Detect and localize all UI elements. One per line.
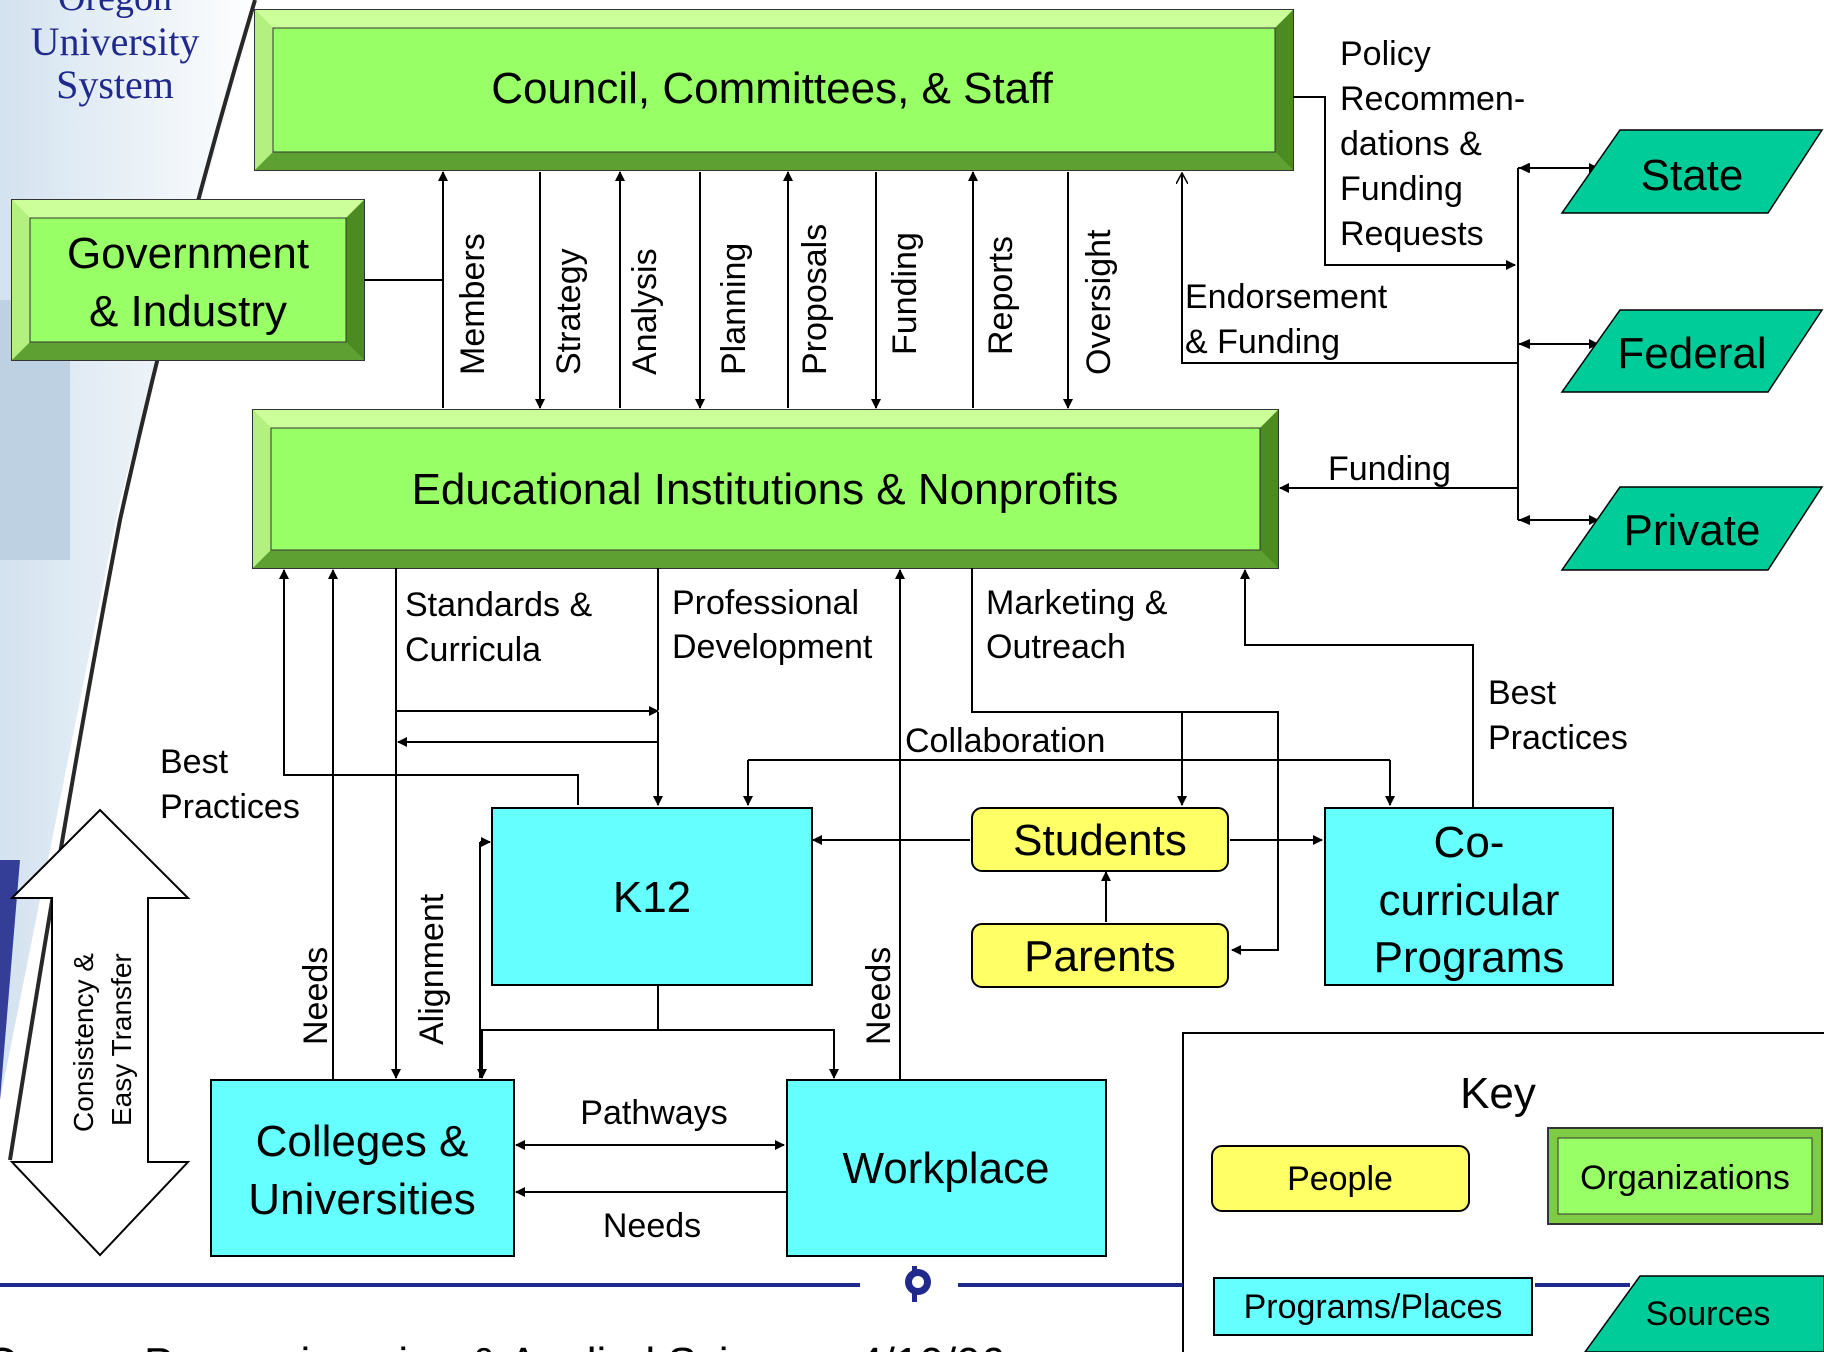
lower-labels: Standards & Curricula Professional Devel… [160, 584, 1628, 1245]
logo-line1: Oregon [58, 0, 172, 19]
best-practices-left-2: Practices [160, 788, 300, 826]
best-practices-right-2: Practices [1488, 719, 1628, 757]
oversight-label: Oversight [1080, 229, 1118, 375]
proposals-label: Proposals [796, 224, 834, 375]
key-programs: Programs/Places [1213, 1277, 1533, 1336]
council-label: Council, Committees, & Staff [491, 64, 1053, 113]
strategy-label: Strategy [550, 248, 588, 375]
source-state: State [1560, 129, 1824, 214]
marketing-label-1: Marketing & [986, 584, 1168, 622]
funding-v-label: Funding [886, 232, 924, 355]
profdev-label-1: Professional [672, 584, 859, 622]
workplace-box: Workplace [786, 1079, 1107, 1257]
council-box: Council, Committees, & Staff [254, 9, 1294, 171]
students-box: Students [971, 807, 1229, 872]
needs-bottom-label: Needs [603, 1207, 701, 1245]
lower-flows [279, 568, 1474, 1197]
cocurricular-label-3: Programs [1374, 933, 1565, 982]
endorsement-label-1: Endorsement [1185, 278, 1388, 316]
vertical-flows [364, 171, 1073, 409]
marketing-line [971, 568, 1279, 955]
key-panel: Key People Organizations Programs/Places… [1182, 1032, 1824, 1352]
reports-label: Reports [982, 236, 1020, 355]
policy-label-2: Recommen- [1340, 80, 1525, 118]
members-label: Members [454, 233, 492, 375]
students-label: Students [1013, 816, 1187, 865]
key-sources-label: Sources [1646, 1295, 1771, 1333]
workplace-label: Workplace [842, 1144, 1049, 1193]
policy-label-1: Policy [1340, 35, 1431, 73]
logo-line3: System [56, 62, 174, 107]
policy-label-5: Requests [1340, 215, 1484, 253]
k12-down-line [477, 985, 659, 1079]
key-organizations-label: Organizations [1580, 1159, 1790, 1197]
key-title: Key [1460, 1069, 1536, 1118]
best-practices-right-1: Best [1488, 674, 1557, 712]
source-private: Private [1560, 486, 1824, 571]
funding-h-label: Funding [1328, 450, 1451, 488]
alignment-label: Alignment [413, 893, 451, 1045]
key-people-label: People [1287, 1160, 1393, 1198]
consistency-label-2: Easy Transfer [106, 953, 137, 1126]
cocurricular-label-2: curricular [1379, 876, 1560, 925]
parents-box: Parents [971, 923, 1229, 988]
endorsement-label-2: & Funding [1185, 323, 1340, 361]
consistency-label-1: Consistency & [68, 953, 99, 1132]
collaboration-label: Collaboration [905, 722, 1105, 760]
cocurricular-label-1: Co- [1434, 818, 1505, 867]
analysis-label: Analysis [626, 248, 664, 375]
footer-logo-icon [905, 1266, 931, 1302]
source-state-label: State [1641, 151, 1744, 200]
best-practices-left-line [279, 569, 579, 805]
policy-labels: Policy Recommen- dations & Funding Reque… [1185, 35, 1525, 488]
government-label-2: & Industry [89, 287, 287, 336]
policy-flows [1182, 96, 1599, 525]
needs-left-label: Needs [297, 947, 335, 1045]
policy-label-4: Funding [1340, 170, 1463, 208]
best-practices-right-line [1240, 569, 1474, 808]
profdev-label-2: Development [672, 628, 873, 666]
key-programs-label: Programs/Places [1244, 1288, 1503, 1326]
k12-label: K12 [613, 873, 691, 922]
pathways-label: Pathways [580, 1094, 727, 1132]
needs-mid-label: Needs [860, 947, 898, 1045]
source-private-label: Private [1624, 506, 1761, 555]
cocurricular-box: Co- curricular Programs [1324, 807, 1614, 986]
educational-institutions-label: Educational Institutions & Nonprofits [412, 465, 1119, 514]
footer-text: Oregon Pre-engineering & Applied Science… [0, 1339, 1005, 1352]
policy-requests-line [1293, 96, 1516, 270]
standards-label-2: Curricula [405, 631, 541, 669]
standards-label-1: Standards & [405, 586, 592, 624]
vertical-flow-labels: Members Strategy Analysis Planning Propo… [454, 224, 1118, 375]
government-industry-box: Government & Industry [11, 199, 365, 361]
colleges-label-2: Universities [248, 1175, 475, 1224]
parents-label: Parents [1024, 932, 1176, 981]
consistency-double-arrow: Consistency & Easy Transfer [9, 808, 191, 1257]
endorsement-line [1182, 173, 1518, 364]
best-practices-left-1: Best [160, 743, 229, 781]
planning-label: Planning [715, 243, 753, 375]
k12-box: K12 [491, 807, 813, 986]
key-people: People [1211, 1145, 1470, 1212]
marketing-label-2: Outreach [986, 628, 1126, 666]
policy-label-3: dations & [1340, 125, 1482, 163]
source-federal: Federal [1560, 309, 1824, 393]
key-organizations: Organizations [1547, 1127, 1823, 1225]
key-sources: Sources [1584, 1275, 1824, 1352]
colleges-box: Colleges & Universities [210, 1079, 515, 1257]
source-federal-label: Federal [1617, 329, 1766, 378]
k12-to-workplace [658, 1029, 839, 1079]
bus-back-arrows [1518, 163, 1530, 525]
colleges-label-1: Colleges & [256, 1117, 469, 1166]
educational-institutions-box: Educational Institutions & Nonprofits [252, 409, 1279, 569]
logo-line2: University [31, 19, 200, 64]
footer: Oregon Pre-engineering & Applied Science… [0, 1266, 1630, 1352]
government-label-1: Government [67, 229, 309, 278]
logo: Oregon University System [31, 0, 200, 107]
